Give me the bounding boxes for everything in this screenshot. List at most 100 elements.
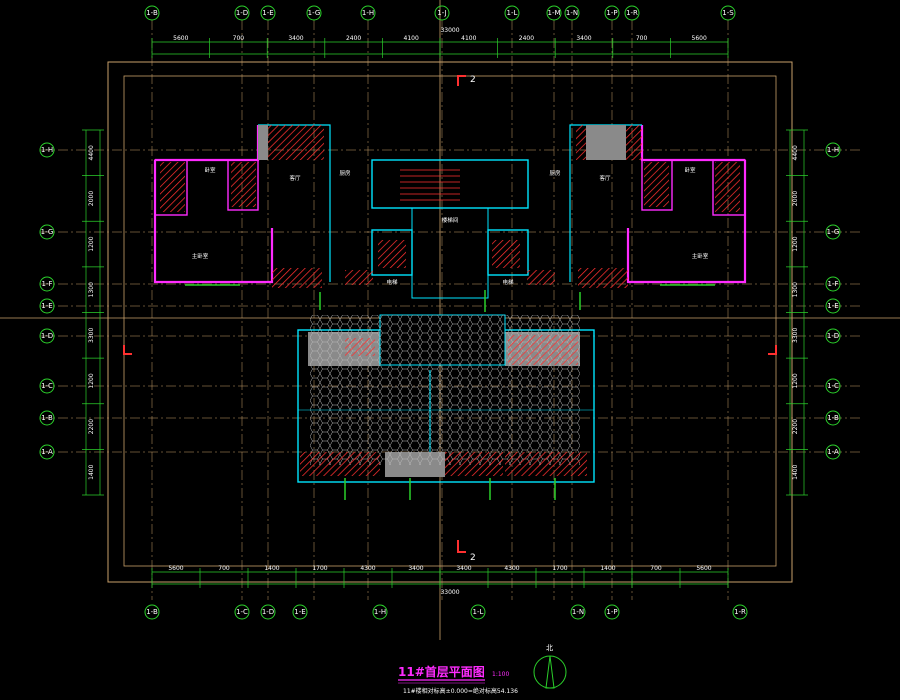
dimension-label: 700 xyxy=(218,565,230,572)
axis-bubble: 1-C xyxy=(825,378,841,394)
label-left-bedroom: 卧室 xyxy=(204,166,216,174)
dimension-label: 2400 xyxy=(346,35,361,42)
axis-bubble: 1-G xyxy=(306,5,322,21)
dimension-label: 2400 xyxy=(519,35,534,42)
hatch-podium-e xyxy=(505,452,587,476)
axis-bubble: 1-D xyxy=(825,328,841,344)
axis-bubble: 1-C xyxy=(234,604,250,620)
dimension-label: 4300 xyxy=(360,565,375,572)
dimension-label: 5600 xyxy=(692,35,707,42)
dimension-label: 2000 xyxy=(88,191,95,206)
axis-bubble-label: 1-D xyxy=(262,608,274,616)
right-top-grey xyxy=(586,125,626,160)
axis-bubble: 1-H xyxy=(825,142,841,158)
dimension-label: 2200 xyxy=(792,419,799,434)
axis-bubble-label: 1-B xyxy=(827,414,839,422)
dimension-label: 1300 xyxy=(792,282,799,297)
axis-bubble-label: 1-M xyxy=(547,9,560,17)
axis-bubble: 1-H xyxy=(372,604,388,620)
axis-bubble: 1-J xyxy=(434,5,450,21)
north-arrow: 北 xyxy=(533,644,567,689)
dimension-label: 3300 xyxy=(792,328,799,343)
axis-bubble-label: 1-E xyxy=(294,608,305,616)
axis-bubble-label: 1-N xyxy=(566,9,578,17)
axis-bubble: 1-E xyxy=(260,5,276,21)
axis-bubble: 1-D xyxy=(234,5,250,21)
axis-bubble-label: 1-E xyxy=(41,302,52,310)
drawing-frame xyxy=(107,61,793,583)
axis-bubble: 1-D xyxy=(39,328,55,344)
axis-bubble-label: 1-E xyxy=(827,302,838,310)
hatch-left-top xyxy=(258,125,324,160)
left-unit-wall xyxy=(153,160,274,284)
dimension-label: 3400 xyxy=(456,565,471,572)
axis-bubble: 1-G xyxy=(39,224,55,240)
axis-bubble-label: 1-J xyxy=(437,9,446,17)
axis-bubble-label: 1-D xyxy=(236,9,248,17)
dimension-label: 1300 xyxy=(88,282,95,297)
label-left-master: 主卧室 xyxy=(192,252,209,260)
hatch-elevator-right xyxy=(492,240,520,268)
left-axis-bubbles: 1-H1-G1-F1-E1-D1-C1-B1-A xyxy=(39,142,55,460)
dimension-label: 4300 xyxy=(504,565,519,572)
right-bedroom-wall xyxy=(712,159,746,216)
dimension-label: 1400 xyxy=(88,464,95,479)
label-right-kitchen: 厨房 xyxy=(549,169,561,177)
axis-bubble-label: 1-C xyxy=(41,382,53,390)
axis-bubble: 1-B xyxy=(144,5,160,21)
hatch-right-balcony xyxy=(578,268,628,288)
right-bath-wall xyxy=(641,159,673,211)
lobby xyxy=(411,207,489,299)
podium-void-paving xyxy=(380,315,505,365)
north-arrow-label: 北 xyxy=(546,644,553,652)
hatch-left-bath xyxy=(231,162,256,207)
axis-bubble: 1-E xyxy=(292,604,308,620)
section-mark-bottom xyxy=(457,540,466,553)
axis-bubble: 1-C xyxy=(39,378,55,394)
dimension-label: 1700 xyxy=(552,565,567,572)
axis-bubble-label: 1-B xyxy=(146,608,158,616)
dimension-label: 1200 xyxy=(88,236,95,251)
section-mark-right xyxy=(768,345,777,355)
stair-treads xyxy=(400,169,460,201)
label-right-living: 客厅 xyxy=(599,174,611,182)
axis-bubble-label: 1-A xyxy=(41,448,53,456)
podium xyxy=(297,314,595,483)
section-mark-top xyxy=(457,75,466,86)
dimension-label: 4400 xyxy=(88,145,95,160)
label-right-master: 主卧室 xyxy=(692,252,709,260)
axis-bubble: 1-E xyxy=(39,298,55,314)
axis-bubble-label: 1-G xyxy=(308,9,321,17)
label-elevator-left: 电梯 xyxy=(386,278,398,286)
axis-bubble-label: 1-P xyxy=(606,9,617,17)
axis-bubble-label: 1-D xyxy=(41,332,53,340)
axis-bubble: 1-H xyxy=(360,5,376,21)
axis-bubble-label: 1-P xyxy=(606,608,617,616)
section-mark-left xyxy=(123,345,132,355)
hatch-podium-b xyxy=(508,335,578,365)
axis-bubble-label: 1-F xyxy=(827,280,838,288)
dimension-label: 4100 xyxy=(404,35,419,42)
hatch-right-bedroom xyxy=(715,162,740,212)
axis-bubble: 1-N xyxy=(564,5,580,21)
dimension-label: 5600 xyxy=(173,35,188,42)
axis-bubble: 1-L xyxy=(470,604,486,620)
dimension-label: 3400 xyxy=(408,565,423,572)
hatch-podium-c xyxy=(300,452,380,476)
hatch-left-balcony xyxy=(272,268,322,288)
dimension-label: 3300 xyxy=(88,328,95,343)
axis-bubble-label: 1-F xyxy=(41,280,52,288)
room-labels: 卧室 客厅 主卧室 厨房 卧室 客厅 主卧室 厨房 楼梯间 电梯 电梯 xyxy=(192,166,709,286)
axis-bubble: 1-L xyxy=(504,5,520,21)
axis-bubble: 1-P xyxy=(604,5,620,21)
axis-bubble: 1-E xyxy=(825,298,841,314)
opening-markers xyxy=(185,284,715,500)
label-left-living: 客厅 xyxy=(289,174,301,182)
left-bedroom-wall xyxy=(154,159,188,216)
axis-bubble-label: 1-E xyxy=(262,9,273,17)
axis-bubble: 1-R xyxy=(732,604,748,620)
